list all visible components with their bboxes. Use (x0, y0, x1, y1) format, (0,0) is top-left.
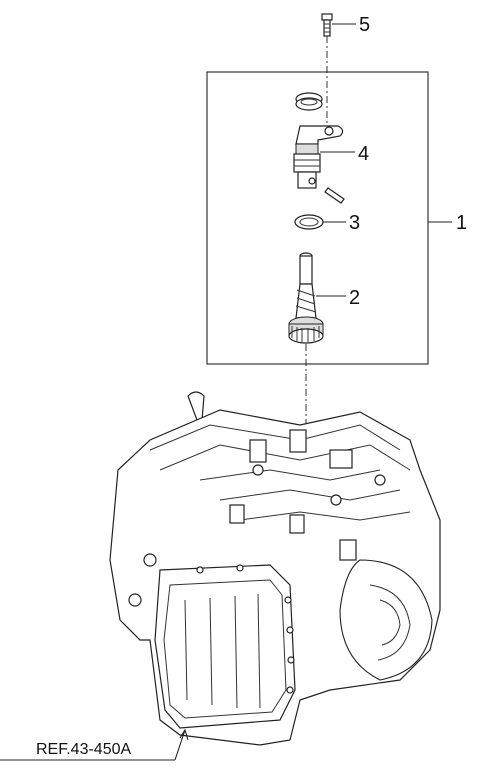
reference-leader (174, 729, 186, 761)
callout-1: 1 (456, 212, 467, 234)
callout-3: 3 (349, 212, 360, 234)
callout-4: 4 (358, 143, 369, 165)
transmission-assembly[interactable] (109, 391, 441, 746)
sensor-body-part[interactable] (293, 125, 344, 189)
callout-2: 2 (349, 287, 360, 309)
assembly-frame (206, 71, 429, 365)
pin-part[interactable] (324, 187, 345, 204)
driven-gear-part[interactable] (288, 252, 324, 344)
bolt-part[interactable] (321, 13, 333, 37)
callout-5: 5 (359, 14, 370, 36)
reference-label: REF.43-450A (36, 741, 131, 758)
reference-arrowhead (179, 728, 189, 741)
upper-o-ring[interactable] (295, 92, 323, 111)
o-ring-part[interactable] (294, 214, 324, 230)
